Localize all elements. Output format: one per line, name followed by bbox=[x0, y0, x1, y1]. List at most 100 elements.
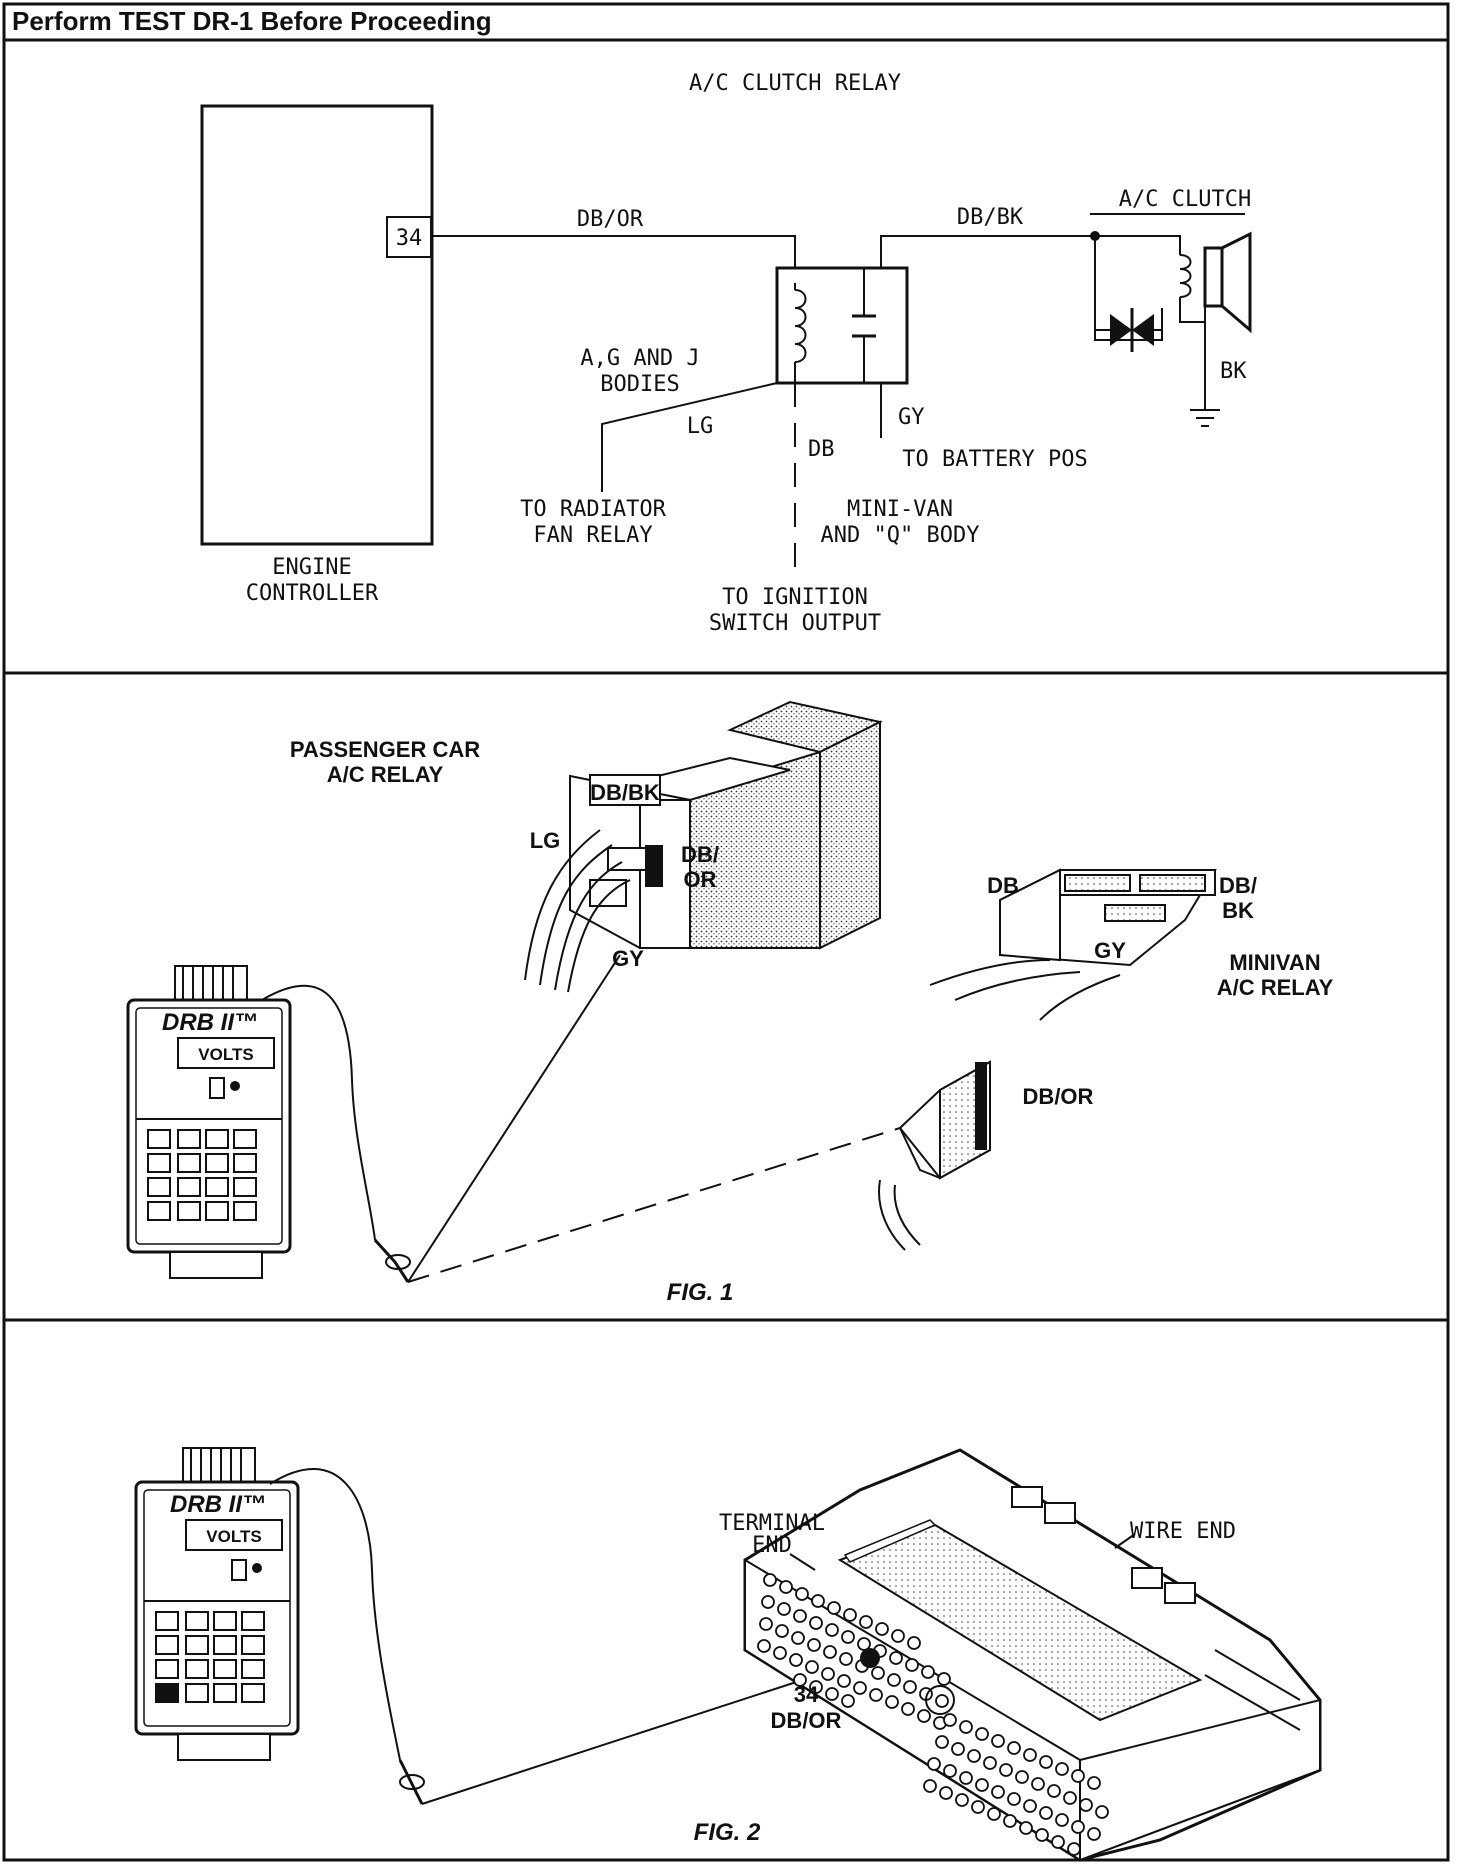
connector-pin-icon bbox=[1051, 1835, 1065, 1849]
connector-pin-icon bbox=[841, 1694, 855, 1708]
engine-controller-box bbox=[200, 104, 434, 546]
connector-pin-icon bbox=[841, 1630, 855, 1644]
connector-pin-icon bbox=[943, 1764, 957, 1778]
minivan-db-bk-label-line1: DB/ bbox=[1219, 873, 1257, 898]
fig1-caption: FIG. 1 bbox=[667, 1279, 734, 1306]
connector-pin-icon bbox=[805, 1660, 819, 1674]
connector-pin-icon bbox=[1055, 1762, 1069, 1776]
connector-pin-icon bbox=[1071, 1769, 1085, 1783]
connector-pin-icon bbox=[1003, 1814, 1017, 1828]
connector-pin-icon bbox=[837, 1674, 851, 1688]
fig2-caption: FIG. 2 bbox=[694, 1819, 761, 1846]
wire-lg bbox=[601, 382, 778, 492]
controller-label-line2: CONTROLLER bbox=[246, 581, 379, 606]
connector-pin-icon bbox=[809, 1680, 823, 1694]
connector-pin-icon bbox=[777, 1602, 791, 1616]
pin-34-label: 34 bbox=[794, 1682, 819, 1707]
connector-pin-icon bbox=[757, 1639, 771, 1653]
connector-pin-icon bbox=[959, 1771, 973, 1785]
probe-lead-fig1 bbox=[261, 984, 376, 1241]
connector-pin-icon bbox=[1039, 1806, 1053, 1820]
connector-pin-icon bbox=[1023, 1748, 1037, 1762]
connector-pin-icon bbox=[763, 1573, 777, 1587]
meter-keypad-fig2 bbox=[155, 1611, 265, 1703]
pin-db-or-label: DB/OR bbox=[771, 1708, 842, 1733]
connector-pin-icon bbox=[991, 1785, 1005, 1799]
connector-pin-icon bbox=[971, 1800, 985, 1814]
connector-pin-icon bbox=[773, 1646, 787, 1660]
connector-pin-icon bbox=[1019, 1821, 1033, 1835]
connector-pin-icon bbox=[1039, 1755, 1053, 1769]
minivan-label-line1: MINI-VAN bbox=[847, 497, 953, 522]
connector-pin-icon bbox=[1007, 1741, 1021, 1755]
connector-pin-icon bbox=[811, 1594, 825, 1608]
schematic-panel: A/C CLUTCH RELAY 34 ENGINE CONTROLLER DB… bbox=[200, 71, 1252, 636]
connector-pin-icon bbox=[823, 1645, 837, 1659]
connector-pin-icon bbox=[959, 1720, 973, 1734]
wire-db-or bbox=[432, 235, 796, 268]
connector-pin-icon bbox=[1047, 1784, 1061, 1798]
meter-brand-fig1: DRB II™ bbox=[162, 1009, 258, 1036]
pin-34-icon bbox=[860, 1648, 880, 1668]
meter-brand-fig2: DRB II™ bbox=[170, 1491, 266, 1518]
connector-pin-icon bbox=[1063, 1791, 1077, 1805]
controller-pin-label: 34 bbox=[396, 226, 423, 251]
clutch-coil-icon bbox=[1179, 254, 1192, 298]
connector-pin-icon bbox=[1007, 1792, 1021, 1806]
relay-db-or-label-line1: DB/ bbox=[681, 842, 719, 867]
connector-pin-icon bbox=[1031, 1777, 1045, 1791]
connector-pin-icon bbox=[1071, 1820, 1085, 1834]
connector-pin-icon bbox=[809, 1616, 823, 1630]
connector-pin-icon bbox=[937, 1672, 951, 1686]
connector-pin-icon bbox=[975, 1727, 989, 1741]
connector-pin-icon bbox=[951, 1742, 965, 1756]
minivan-label-line2: AND "Q" BODY bbox=[821, 523, 980, 548]
fan-label-line1: TO RADIATOR bbox=[520, 497, 666, 522]
connector-pin-icon bbox=[905, 1658, 919, 1672]
schematic-title: A/C CLUTCH RELAY bbox=[689, 71, 901, 96]
wire-bk-label: BK bbox=[1220, 359, 1247, 384]
connector-pin-icon bbox=[987, 1807, 1001, 1821]
bodies-label-line1: A,G AND J bbox=[580, 346, 699, 371]
connector-pin-icon bbox=[991, 1734, 1005, 1748]
terminal-db-or-label: DB/OR bbox=[1023, 1084, 1094, 1109]
connector-pin-icon bbox=[889, 1651, 903, 1665]
clutch-label: A/C CLUTCH bbox=[1119, 187, 1251, 212]
connector-pin-icon bbox=[1079, 1798, 1093, 1812]
connector-pin-icon bbox=[853, 1681, 867, 1695]
minivan-db-bk-label-line2: BK bbox=[1222, 898, 1254, 923]
connector-pin-icon bbox=[983, 1756, 997, 1770]
connector-pin-icon bbox=[943, 1713, 957, 1727]
terminal-end-label-line2: END bbox=[752, 1533, 792, 1558]
meter-display-fig1: VOLTS bbox=[198, 1045, 253, 1064]
connector-pin-icon bbox=[807, 1638, 821, 1652]
connector-pin-icon bbox=[887, 1673, 901, 1687]
relay-db-bk-label: DB/BK bbox=[590, 780, 660, 805]
diode-icon bbox=[1110, 314, 1132, 346]
minivan-relay-illustration bbox=[929, 868, 1217, 1021]
connector-pin-icon bbox=[789, 1653, 803, 1667]
connector-pin-icon bbox=[967, 1749, 981, 1763]
connector-pin-icon bbox=[935, 1694, 949, 1708]
connector-pin-icon bbox=[939, 1786, 953, 1800]
connector-pin-icon bbox=[839, 1652, 853, 1666]
connector-pin-icon bbox=[869, 1688, 883, 1702]
wire-db-bk bbox=[880, 235, 1090, 268]
connector-pin-icon bbox=[761, 1595, 775, 1609]
probe-tip-fig2 bbox=[398, 1759, 424, 1805]
connector-pin-icon bbox=[923, 1779, 937, 1793]
connector-pin-icon bbox=[859, 1615, 873, 1629]
connector-pin-icon bbox=[891, 1629, 905, 1643]
wire-lg-label: LG bbox=[687, 414, 714, 439]
connector-pin-icon bbox=[1023, 1799, 1037, 1813]
ignition-label-line2: SWITCH OUTPUT bbox=[709, 611, 881, 636]
controller-label-line1: ENGINE bbox=[272, 555, 351, 580]
connector-pin-array bbox=[757, 1573, 1109, 1856]
fig2-panel: DRB II™ VOLTS bbox=[134, 1447, 1322, 1862]
bodies-label-line2: BODIES bbox=[600, 372, 679, 397]
connector-pin-icon bbox=[903, 1680, 917, 1694]
probe-line-to-terminal bbox=[407, 1127, 901, 1283]
connector-pin-icon bbox=[759, 1617, 773, 1631]
relay-lg-label: LG bbox=[530, 828, 561, 853]
